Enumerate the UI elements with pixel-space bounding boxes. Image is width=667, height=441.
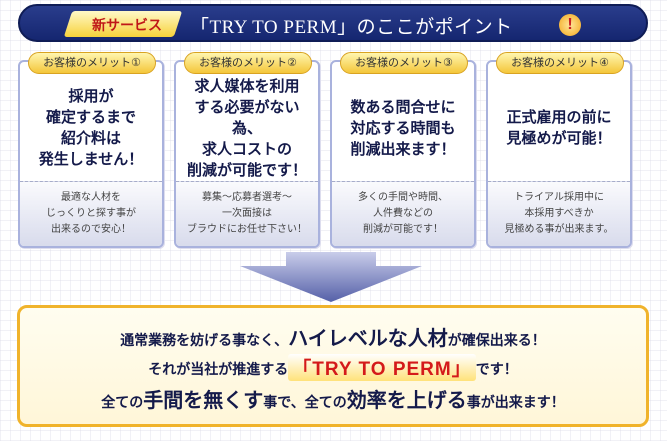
merit-card-sub-text: 多くの手間や時間、 人件費などの 削減が可能です！ (358, 192, 448, 235)
merit-card-3: お客様のメリット③ 数ある問合せに 対応する時間も 削減出来ます！ 多くの手間や… (330, 52, 476, 248)
merit-card-label: お客様のメリット② (184, 52, 312, 74)
header-banner: 新サービス 「TRY TO PERM」のここがポイント ! (18, 4, 648, 42)
exclamation-icon: ! (559, 14, 581, 36)
header-title: 「TRY TO PERM」のここがポイント (190, 17, 513, 38)
merit-card-label: お客様のメリット① (28, 52, 156, 74)
merit-card-main-text: 採用が 確定するまで 紹介料は 発生しません！ (38, 87, 144, 168)
merit-card-4: お客様のメリット④ 正式雇用の前に 見極めが可能！ トライアル採用中に 本採用す… (486, 52, 632, 248)
summary-line-1: 通常業務を妨げる事なく、ハイレベルな人材が確保出来る！ (120, 326, 546, 350)
try-to-perm-highlight: 「TRY TO PERM」 (288, 354, 476, 381)
summary-line-2: それが当社が推進する「TRY TO PERM」です！ (20, 354, 646, 381)
merit-card-main-text: 数ある問合せに 対応する時間も 削減出来ます！ (350, 97, 456, 158)
merit-card-sub-text: 最適な人材を じっくりと探す事が 出来るので安心！ (46, 192, 136, 235)
merit-card-sub-text: トライアル採用中に 本採用すべきか 見極める事が出来ます。 (504, 192, 614, 235)
merit-card-main-text: 正式雇用の前に 見極めが可能！ (506, 108, 612, 147)
new-service-badge-label: 新サービス (92, 18, 162, 34)
merit-card-main-text: 求人媒体を利用 する必要がない為、 求人コストの 削減が可能です！ (186, 76, 307, 179)
merit-card-2: お客様のメリット② 求人媒体を利用 する必要がない為、 求人コストの 削減が可能… (174, 52, 320, 248)
merit-card-label: お客様のメリット④ (496, 52, 624, 74)
merit-card-sub-text: 募集～応募者選考～ 一次面接は ブラウドにお任せ下さい！ (187, 192, 307, 235)
merit-card-label: お客様のメリット③ (340, 52, 468, 74)
summary-line-3: 全ての手間を無くす事で、全ての効率を上げる事が出来ます！ (101, 388, 565, 412)
merit-card-1: お客様のメリット① 採用が 確定するまで 紹介料は 発生しません！ 最適な人材を… (18, 52, 164, 248)
summary-box: 通常業務を妨げる事なく、ハイレベルな人材が確保出来る！ それが当社が推進する「T… (17, 305, 649, 427)
down-arrow-icon (240, 252, 422, 302)
